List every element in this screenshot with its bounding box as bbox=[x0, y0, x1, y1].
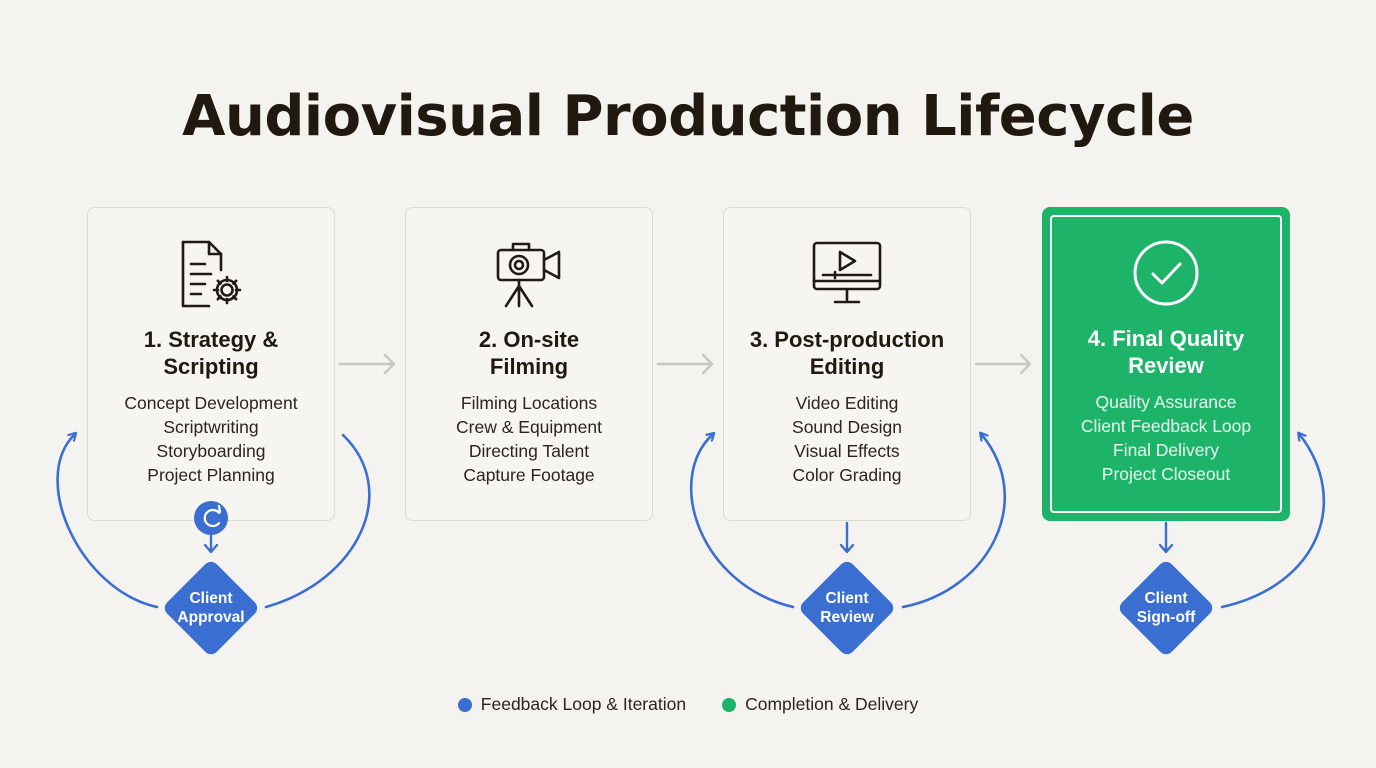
legend-item-completion: Completion & Delivery bbox=[722, 694, 918, 715]
stage-title: 2. On-site Filming bbox=[478, 327, 580, 379]
page-title: Audiovisual Production Lifecycle bbox=[182, 84, 1194, 149]
arrow-stage-3-to-4 bbox=[974, 353, 1032, 375]
checkmark-circle-icon bbox=[1042, 239, 1290, 311]
stage-arrows bbox=[338, 353, 1032, 375]
arrow-to-checkpoint-1 bbox=[203, 534, 219, 554]
stage-card-filming: 2. On-site Filming Filming Locations Cre… bbox=[405, 207, 653, 521]
list-item: Project Closeout bbox=[1101, 464, 1231, 484]
list-item: Project Planning bbox=[147, 465, 275, 485]
list-item: Color Grading bbox=[792, 465, 902, 485]
loop-arc-right bbox=[901, 435, 1007, 609]
green-dot-icon bbox=[722, 697, 737, 712]
legend-label: Feedback Loop & Iteration bbox=[480, 694, 687, 714]
stage-item-list: Quality Assurance Client Feedback Loop F… bbox=[1042, 390, 1290, 486]
stage-item-list: Concept Development Scriptwriting Storyb… bbox=[88, 391, 334, 487]
blue-dot-icon bbox=[457, 697, 472, 712]
list-item: Sound Design bbox=[792, 417, 902, 437]
loop-arc-right bbox=[264, 433, 371, 609]
arrow-to-checkpoint-2 bbox=[839, 521, 855, 554]
stage-card-final-review: 4. Final Quality Review Quality Assuranc… bbox=[1042, 207, 1290, 521]
loop-arc-right bbox=[1220, 435, 1325, 609]
list-item: Directing Talent bbox=[468, 441, 590, 461]
stage-item-list: Filming Locations Crew & Equipment Direc… bbox=[406, 391, 652, 487]
stage-title: 3. Post-production Editing bbox=[749, 327, 945, 379]
legend-item-feedback: Feedback Loop & Iteration bbox=[457, 694, 687, 715]
checkpoint-label: Client Review bbox=[820, 590, 874, 626]
stage-title: 1. Strategy & Scripting bbox=[143, 327, 279, 379]
video-camera-tripod-icon bbox=[406, 240, 652, 312]
checkpoint-diamond-2 bbox=[800, 561, 894, 655]
legend-label: Completion & Delivery bbox=[745, 694, 919, 714]
list-item: Concept Development bbox=[124, 393, 298, 413]
feedback-loop-2 bbox=[689, 435, 1007, 609]
feedback-loop-3 bbox=[1220, 435, 1325, 609]
list-item: Filming Locations bbox=[460, 393, 598, 413]
stage-title: 4. Final Quality Review bbox=[1087, 326, 1245, 378]
loop-arc-left bbox=[689, 435, 795, 609]
arrow-to-checkpoint-3 bbox=[1158, 521, 1174, 554]
checkpoint-label: Client Approval bbox=[177, 590, 245, 626]
stage-card-editing: 3. Post-production Editing Video Editing… bbox=[723, 207, 971, 521]
list-item: Visual Effects bbox=[794, 441, 900, 461]
arrow-stage-1-to-2 bbox=[338, 353, 396, 375]
checkpoint-diamond-3 bbox=[1119, 561, 1213, 655]
list-item: Final Delivery bbox=[1113, 440, 1219, 460]
stage-item-list: Video Editing Sound Design Visual Effect… bbox=[724, 391, 970, 487]
card-inner-border bbox=[1050, 215, 1282, 513]
list-item: Storyboarding bbox=[156, 441, 266, 461]
list-item: Video Editing bbox=[795, 393, 899, 413]
checkpoint-label: Client Sign-off bbox=[1136, 590, 1196, 626]
list-item: Quality Assurance bbox=[1095, 392, 1237, 412]
legend: Feedback Loop & Iteration Completion & D… bbox=[0, 694, 1376, 715]
checkpoint-diamond-1 bbox=[164, 561, 258, 655]
stage-card-strategy: 1. Strategy & Scripting Concept Developm… bbox=[87, 207, 335, 521]
document-gear-icon bbox=[88, 240, 334, 312]
list-item: Client Feedback Loop bbox=[1080, 416, 1252, 436]
arrow-stage-2-to-3 bbox=[656, 353, 714, 375]
loop-arc-left bbox=[56, 435, 159, 609]
refresh-icon bbox=[194, 501, 228, 535]
list-item: Crew & Equipment bbox=[456, 417, 602, 437]
list-item: Scriptwriting bbox=[163, 417, 259, 437]
monitor-play-icon bbox=[724, 240, 970, 312]
feedback-loop-1 bbox=[56, 433, 371, 609]
list-item: Capture Footage bbox=[463, 465, 595, 485]
